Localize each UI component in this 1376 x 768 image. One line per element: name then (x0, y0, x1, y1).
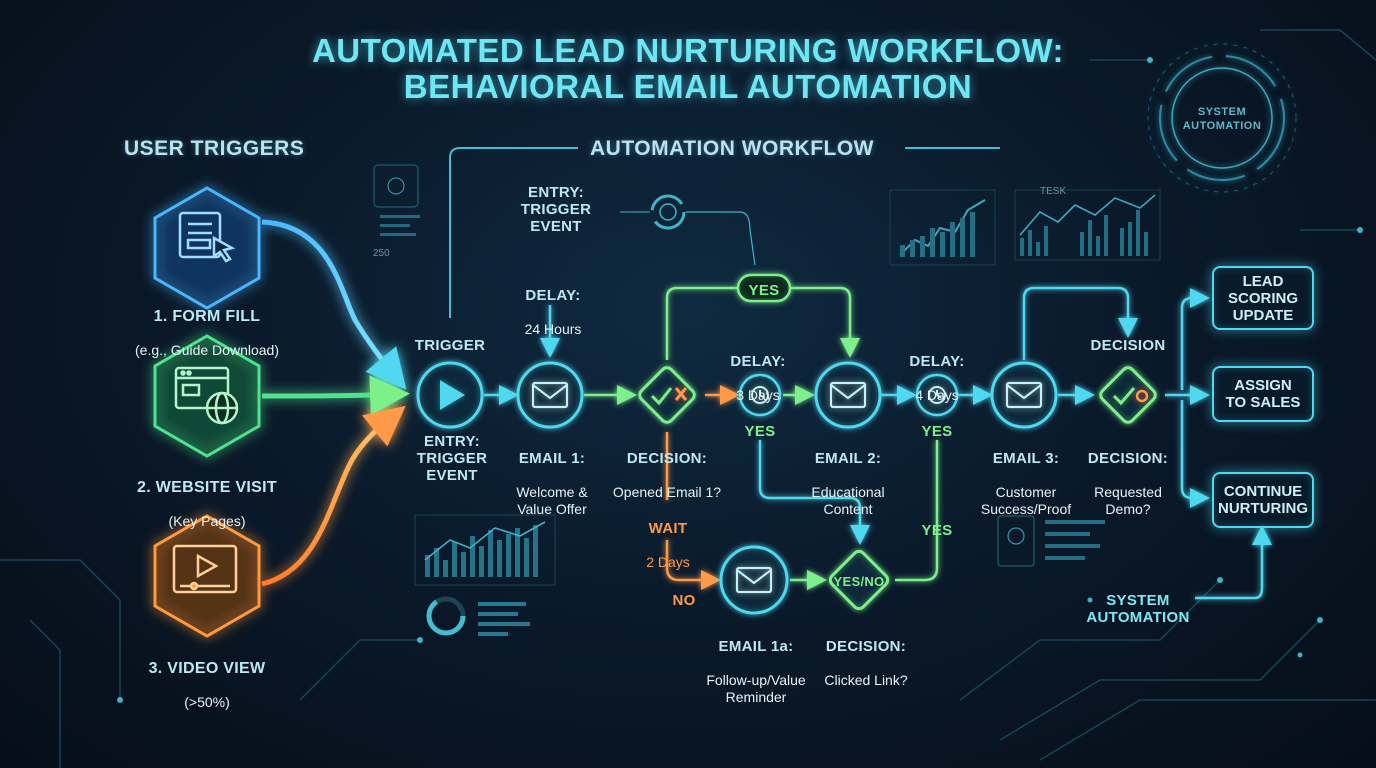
email-1-node[interactable] (516, 361, 584, 429)
deco-number: 250 (373, 248, 390, 259)
yes-pill-label: YES (748, 282, 780, 299)
envelope-icon (735, 566, 773, 594)
trigger-streams (261, 219, 410, 587)
envelope-icon (829, 381, 867, 409)
video-view-label: 3. VIDEO VIEW (>50%) (148, 660, 266, 710)
yes-branch (665, 286, 939, 582)
decision-demo-label: DECISION: Requested Demo? (1087, 450, 1169, 517)
assign-to-sales-box[interactable]: ASSIGN TO SALES (1212, 366, 1314, 422)
decision-link-node[interactable] (828, 549, 890, 611)
decision-1-node[interactable] (637, 365, 696, 424)
system-hud-ring (1147, 43, 1297, 193)
delay-top-label: DELAY: 24 Hours (524, 287, 582, 337)
page-subtitle: BEHAVIORAL EMAIL AUTOMATION (403, 68, 973, 105)
form-fill-label: 1. FORM FILL (e.g., Guide Download) (135, 308, 279, 358)
gauge-decoration (620, 194, 756, 266)
user-triggers-heading: USER TRIGGERS (124, 137, 305, 160)
clock-icon (928, 386, 946, 404)
page-title: AUTOMATED LEAD NURTURING WORKFLOW: (311, 32, 1065, 69)
form-cursor-icon (178, 211, 236, 263)
yes-no-badge: YES/NO (833, 574, 885, 589)
deco-panel-bottom-right (997, 515, 1105, 567)
decision-demo-top-label: DECISION (1090, 337, 1166, 354)
workflow-frame (449, 147, 1000, 318)
delay-1-clock (738, 373, 782, 417)
delay-2-clock (915, 373, 959, 417)
deco-panel-left (373, 164, 420, 236)
circuit-dots (117, 57, 1363, 703)
trigger-node[interactable] (416, 361, 484, 429)
wait-label: WAIT 2 Days (646, 520, 690, 570)
delay-3-days-label: DELAY: 3 Days (730, 353, 786, 403)
continue-nurturing-box[interactable]: CONTINUE NURTURING (1212, 472, 1314, 528)
email-2-node[interactable] (814, 361, 882, 429)
email-2-label: EMAIL 2: Educational Content (811, 450, 885, 517)
deco-chart-bottom (414, 514, 556, 586)
yes-pill (736, 273, 792, 303)
circuit-decoration (0, 29, 1376, 768)
entry-top-label: ENTRY: TRIGGER EVENT (520, 184, 592, 235)
decision-1-label: DECISION: Opened Email 1? (612, 450, 722, 500)
clock-icon (751, 386, 769, 404)
delay-4-days-label: DELAY: 4 Days (909, 353, 965, 403)
email-1a-node[interactable] (719, 545, 789, 615)
deco-donut (426, 596, 530, 636)
decision-link-label: DECISION: Clicked Link? (824, 638, 908, 688)
automation-workflow-heading: AUTOMATION WORKFLOW (590, 137, 875, 160)
deco-chart-top (889, 189, 996, 266)
system-automation-hud-label: SYSTEM AUTOMATION (1182, 106, 1262, 132)
browser-globe-icon (174, 366, 239, 425)
video-play-icon (172, 544, 238, 594)
yes-delay3-label: YES (921, 423, 953, 440)
trigger-label: TRIGGER (414, 337, 486, 354)
entry-bottom-label: ENTRY: TRIGGER EVENT (416, 433, 488, 484)
main-flow (484, 286, 1272, 600)
yes-below-label: YES (744, 423, 776, 440)
yes-right-label: YES (921, 522, 953, 539)
website-visit-label: 2. WEBSITE VISIT (Key Pages) (137, 479, 277, 529)
lead-scoring-update-box[interactable]: LEAD SCORING UPDATE (1212, 266, 1314, 330)
system-automation-label: SYSTEM AUTOMATION (1086, 592, 1190, 626)
trigger-website-visit (153, 334, 261, 458)
email-1-label: EMAIL 1: Welcome & Value Offer (516, 450, 588, 517)
envelope-icon (1005, 381, 1043, 409)
email-3-node[interactable] (990, 361, 1058, 429)
envelope-icon (531, 381, 569, 409)
email-3-label: EMAIL 3: Customer Success/Proof (980, 450, 1072, 517)
no-branch (665, 385, 827, 590)
no-label: NO (672, 592, 696, 609)
decision-demo-node[interactable] (1098, 365, 1157, 424)
deco-chart-right (1014, 189, 1161, 261)
email-1a-label: EMAIL 1a: Follow-up/Value Reminder (706, 638, 806, 705)
deco-chart-tag: TESK (1040, 186, 1067, 197)
